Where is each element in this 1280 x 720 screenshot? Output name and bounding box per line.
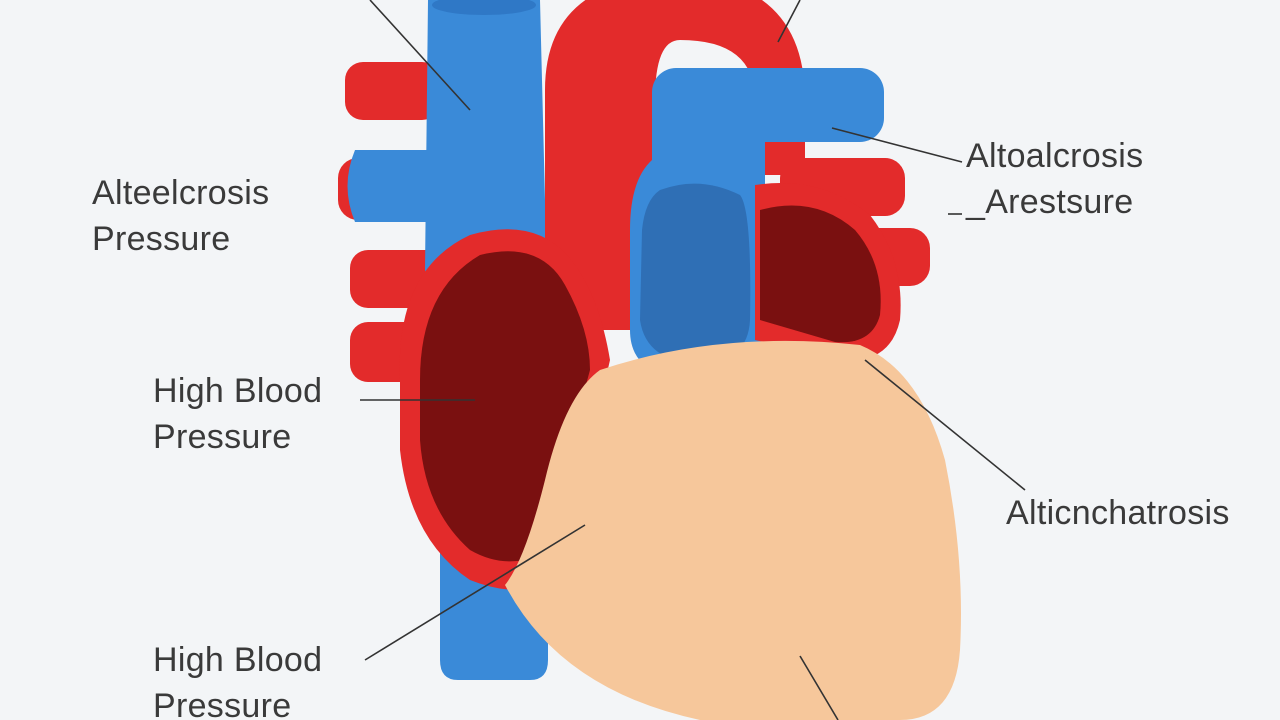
leader-line-top-left bbox=[369, 0, 471, 111]
label-left-middle: High Blood Pressure bbox=[153, 368, 322, 460]
label-right-lower: Alticnchatrosis bbox=[1006, 490, 1230, 536]
left-atrium bbox=[755, 183, 901, 361]
label-right-upper: Altoalcrosis _Arestsure bbox=[966, 133, 1143, 225]
label-left-middle-line1: High Blood bbox=[153, 372, 323, 410]
vena-cava-opening bbox=[432, 0, 536, 15]
label-right-upper-line2: _Arestsure bbox=[966, 183, 1134, 221]
label-right-lower-line1: Alticnchatrosis bbox=[1006, 494, 1230, 532]
label-left-lower: High Blood Pressure bbox=[153, 637, 322, 720]
aortic-arch bbox=[545, 0, 805, 330]
label-left-lower-line2: Pressure bbox=[153, 687, 292, 720]
label-left-middle-line2: Pressure bbox=[153, 418, 292, 456]
label-left-lower-line1: High Blood bbox=[153, 641, 323, 679]
leader-line-left-lower bbox=[364, 524, 586, 661]
leader-line-bottom bbox=[799, 655, 839, 720]
label-right-upper-line1: Altoalcrosis bbox=[966, 137, 1144, 175]
label-left-upper-line2: Pressure bbox=[92, 220, 231, 258]
label-left-upper: Alteelcrosis Pressure bbox=[92, 170, 269, 262]
leader-line-top-right bbox=[777, 0, 801, 43]
pulmonary-trunk bbox=[630, 68, 884, 380]
leader-line-right-lower bbox=[864, 359, 1026, 491]
ventricle bbox=[505, 340, 961, 720]
left-vein-branch bbox=[347, 150, 445, 222]
label-left-upper-line1: Alteelcrosis bbox=[92, 174, 270, 212]
leader-line-right-upper bbox=[831, 127, 963, 163]
leader-lines bbox=[360, 0, 1026, 720]
